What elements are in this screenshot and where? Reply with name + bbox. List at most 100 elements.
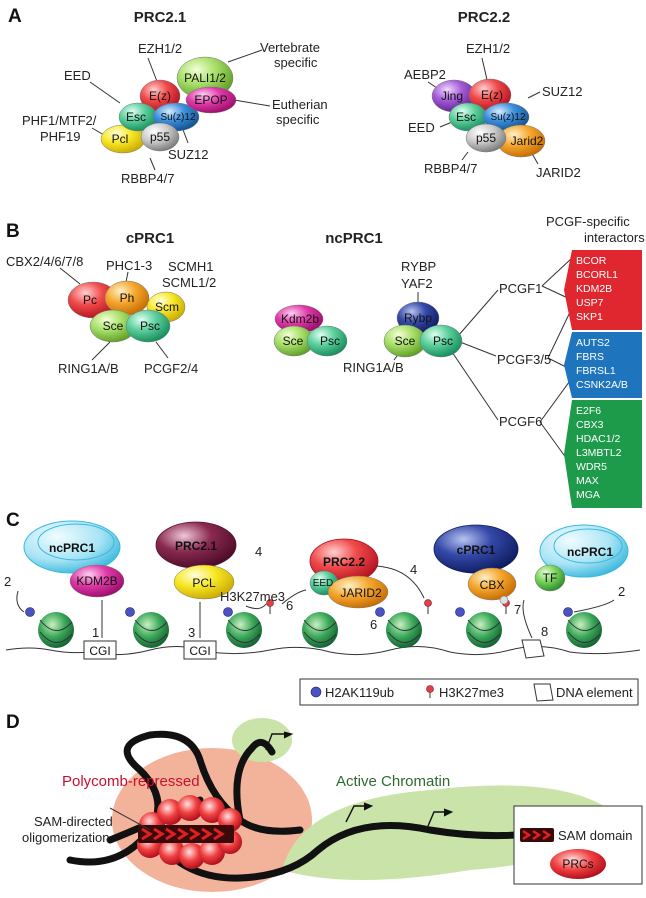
pc-label: Pc (83, 293, 97, 307)
interactor-item: USP7 (576, 297, 604, 309)
eed-c-label: EED (313, 578, 334, 589)
interactor-item: CBX3 (576, 419, 604, 431)
cgi-element-1: CGI (83, 640, 117, 660)
sam-label-1: SAM-directed (34, 814, 113, 829)
suz2-label: Su(z)12 (490, 112, 525, 123)
ezh2-label: EZH1/2 (466, 41, 510, 56)
svg-text:CGI: CGI (189, 644, 210, 658)
interactors-title-2: interactors (584, 230, 645, 245)
prc21-c-complex: PRC2.1 PCL (155, 521, 237, 600)
psc-a-label: Psc (320, 334, 340, 348)
nucleosome-3 (226, 612, 262, 648)
pcgf1-label: PCGF1 (499, 281, 542, 296)
suz-label: Su(z)12 (160, 112, 195, 123)
pcgf35-label: PCGF3/5 (497, 352, 551, 367)
tss-arrow-head (443, 808, 454, 817)
interactor-item: MGA (576, 489, 600, 501)
phf-label-1: PHF1/MTF2/ (22, 113, 97, 128)
ez2-label: E(z) (481, 88, 503, 102)
interactors-panel: PCGF-specific interactors BCORBCORL1KDM2… (546, 214, 645, 508)
rybp-label: RYBP (401, 259, 436, 274)
psc-label: Psc (140, 319, 160, 333)
scml-label: SCML1/2 (162, 275, 216, 290)
prcs-legend-label: PRCs (562, 857, 593, 871)
interactor-block (564, 332, 642, 398)
sam-domain-legend-label: SAM domain (558, 828, 632, 843)
ring-label: RING1A/B (58, 361, 119, 376)
prc-cluster (137, 795, 242, 869)
nucleosome-1 (38, 612, 74, 648)
psc-b-label: Psc (433, 334, 453, 348)
epop-label: EPOP (194, 93, 227, 107)
pcgf24-label: PCGF2/4 (144, 361, 198, 376)
scmh1-label: SCMH1 (168, 259, 214, 274)
scm-label: Scm (155, 300, 179, 314)
pcl-c-label: PCL (192, 576, 216, 590)
phf-label-2: PHF19 (40, 129, 80, 144)
prc22-c-label: PRC2.2 (323, 555, 365, 569)
prc21-diagram: PRC2.1 E(z) Esc Su(z)12 p55 Pcl PALI1/2 … (22, 9, 328, 186)
prc21-c-label: PRC2.1 (175, 539, 217, 553)
panel-c-chromatin: CGI CGI ncPRC1 KDM2B PRC2.1 PCL PRC2.2 (4, 520, 641, 706)
interactor-item: AUTS2 (576, 337, 610, 349)
interactor-item: KDM2B (576, 283, 612, 295)
chromatin-fiber (66, 730, 604, 882)
nucleosome-5 (386, 612, 422, 648)
ph-label: Ph (120, 291, 135, 305)
dna-element-shape (521, 639, 545, 659)
interactor-item: CSNK2A/B (576, 379, 628, 391)
ncprc1-diagram: ncPRC1 Kdm2b Sce Psc Rybp Sce Psc RYBP Y… (273, 230, 573, 467)
h2ak119ub-legend-icon (310, 686, 322, 698)
p552-subunit (465, 123, 507, 153)
eed2-label: EED (408, 120, 435, 135)
ncprc1-right-complex: ncPRC1 TF (534, 524, 629, 592)
step-number: 6 (286, 598, 293, 613)
interactor-item: E2F6 (576, 405, 601, 417)
h2ak119ub-mark (375, 607, 385, 617)
h3k27me3-mark (266, 599, 274, 614)
interactor-item: BCORL1 (576, 269, 618, 281)
interactor-item: HDAC1/2 (576, 433, 621, 445)
jarid2-sub-label: Jarid2 (511, 134, 544, 148)
sce-a-label: Sce (283, 334, 304, 348)
ezh-label: EZH1/2 (138, 41, 182, 56)
section-label-c: C (6, 510, 20, 531)
prcs-legend-icon (550, 849, 606, 879)
esc-label: Esc (126, 110, 146, 124)
panel-d-chromatin: Polycomb-repressed Active Chromatin SAM-… (22, 718, 643, 892)
ez-label: E(z) (149, 89, 171, 103)
h3k27me3-text: H3K27me3 (220, 589, 285, 604)
h2ak119ub-mark (125, 607, 135, 617)
suz122-label: SUZ12 (542, 84, 582, 99)
step-number: 7 (514, 602, 521, 617)
eutherian-label-2: specific (276, 112, 320, 127)
panel-d-legend: SAM domain PRCs (513, 805, 643, 885)
jing-label: Jing (441, 89, 463, 103)
cgi-element-2: CGI (183, 640, 217, 660)
rbbp-label: RBBP4/7 (121, 171, 174, 186)
step-number: 8 (541, 624, 548, 639)
interactor-block (564, 400, 642, 508)
step-number: 3 (188, 625, 195, 640)
tss-arrow (345, 805, 366, 823)
cbx-label: CBX2/4/6/7/8 (6, 254, 83, 269)
p55-label: p55 (150, 130, 170, 144)
tss-arrow (427, 811, 446, 827)
suz12-label: SUZ12 (168, 147, 208, 162)
h3k27me3-legend-label: H3K27me3 (439, 685, 504, 700)
esc2-label: Esc (456, 110, 476, 124)
h2ak119ub-legend-label: H2AK119ub (325, 685, 394, 700)
pcgf6-label: PCGF6 (499, 414, 542, 429)
p552-label: p55 (476, 131, 496, 145)
step-number: 6 (370, 617, 377, 632)
interactors-title-1: PCGF-specific (546, 214, 630, 229)
jarid2-c-label: JARID2 (340, 586, 382, 600)
interactor-item: FBRS (576, 351, 604, 363)
ncprc1-right-label: ncPRC1 (567, 545, 613, 559)
nucleosome-2 (133, 612, 169, 648)
h2ak119ub-mark (223, 607, 233, 617)
h2ak119ub-mark (563, 607, 573, 617)
